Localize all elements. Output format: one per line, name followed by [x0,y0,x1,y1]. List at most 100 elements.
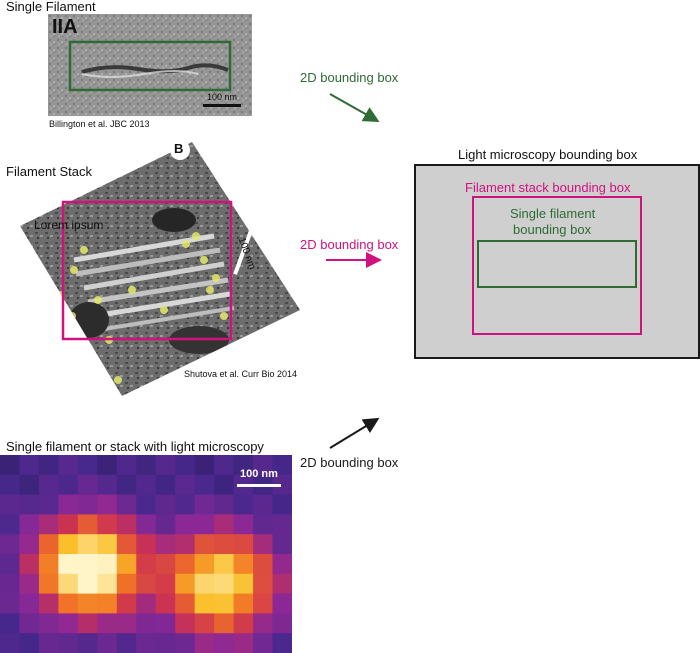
filament-stack-scale-bar [233,219,257,275]
heatmap-cell [155,554,176,575]
heatmap-cell [272,633,292,653]
filament-stack-citation: Shutova et al. Curr Bio 2014 [184,369,298,379]
heatmap-grid [0,455,292,653]
heatmap-cell [272,613,292,634]
heatmap-cell [155,455,176,476]
bottom-arrow [329,417,380,449]
heatmap-cell [0,474,20,496]
top-arrow [329,93,380,122]
heatmap-cell [97,613,118,634]
heatmap-cell [97,554,118,575]
heatmap-cell [194,474,215,496]
heatmap-cell [272,494,292,515]
heatmap-cell [233,593,254,614]
heatmap-cell [272,554,292,575]
heatmap-cell [272,573,292,595]
heatmap-cell [214,573,235,595]
heatmap-cell [97,494,118,515]
heatmap-cell [253,455,274,476]
heatmap-cell [136,534,157,555]
filament-stack-panel-tag: B [174,141,184,156]
light-microscopy-heatmap: 100 nm [0,455,292,653]
heatmap-cell [214,514,235,535]
outer-box-title: Light microscopy bounding box [458,147,638,162]
inner-box-title-line2: bounding box [513,222,592,237]
heatmap-cell [58,534,79,555]
heatmap-cell [233,455,254,476]
heatmap-cell [77,474,98,496]
middle-box-title: Filament stack bounding box [465,180,631,195]
single-filament-texture [48,14,252,116]
single-filament-summary-box [477,240,637,288]
heatmap-cell [77,534,98,555]
heatmap-cell [233,633,254,653]
heatmap-cell [97,593,118,614]
heatmap-cell [233,494,254,515]
heatmap-cell [58,613,79,634]
heatmap-cell [38,474,59,496]
heatmap-cell [116,455,137,476]
heatmap-cell [58,633,79,653]
heatmap-cell [233,613,254,634]
heatmap-cell [214,633,235,653]
heatmap-cell [116,474,137,496]
heatmap-cell [97,514,118,535]
heatmap-cell [214,613,235,634]
heatmap-cell [58,474,79,496]
single-filament-micrograph: IIA 100 nm [48,14,252,116]
heatmap-cell [214,494,235,515]
heatmap-cell [175,514,196,535]
heatmap-cell [155,494,176,515]
heatmap-cell [253,554,274,575]
heatmap-cell [116,573,137,595]
heatmap-cell [38,573,59,595]
heatmap-cell [175,534,196,555]
heatmap-cell [19,554,40,575]
heatmap-cell [58,514,79,535]
heatmap-cell [19,633,40,653]
heatmap-cell [97,573,118,595]
heatmap-cell [155,613,176,634]
heatmap-cell [0,554,20,575]
heatmap-cell [0,573,20,595]
filament-stack-title: Filament Stack [6,164,92,179]
heatmap-cell [194,554,215,575]
heatmap-cell [253,573,274,595]
heatmap-cell [253,633,274,653]
heatmap-cell [253,593,274,614]
single-filament-scale-bar [203,104,241,107]
heatmap-cell [155,534,176,555]
heatmap-cell [136,494,157,515]
heatmap-cell [97,455,118,476]
heatmap-cell [116,593,137,614]
heatmap-cell [253,494,274,515]
heatmap-cell [136,613,157,634]
heatmap-cell [175,455,196,476]
heatmap-cell [38,534,59,555]
heatmap-cell [38,494,59,515]
heatmap-cell [136,514,157,535]
single-filament-panel-tag: IIA [52,16,78,38]
inner-box-title-line1: Single filament [510,206,596,221]
filament-stack-bounding-box [61,200,233,341]
heatmap-cell [253,514,274,535]
heatmap-cell [214,474,235,496]
heatmap-cell [97,474,118,496]
heatmap-cell [19,613,40,634]
filament-stack-micrograph: B Lorem ipsum 100 nm [14,140,304,400]
heatmap-cell [155,474,176,496]
heatmap-cell [233,554,254,575]
heatmap-cell [272,514,292,535]
top-arrow-label: 2D bounding box [300,70,399,85]
heatmap-cell [272,474,292,496]
heatmap-cell [116,494,137,515]
heatmap-cell [272,593,292,614]
heatmap-cell [136,593,157,614]
heatmap-cell [38,633,59,653]
heatmap-cell [116,613,137,634]
heatmap-cell [175,593,196,614]
heatmap-cell [175,474,196,496]
heatmap-scale-bar [237,484,281,487]
heatmap-cell [136,573,157,595]
heatmap-cell [58,593,79,614]
